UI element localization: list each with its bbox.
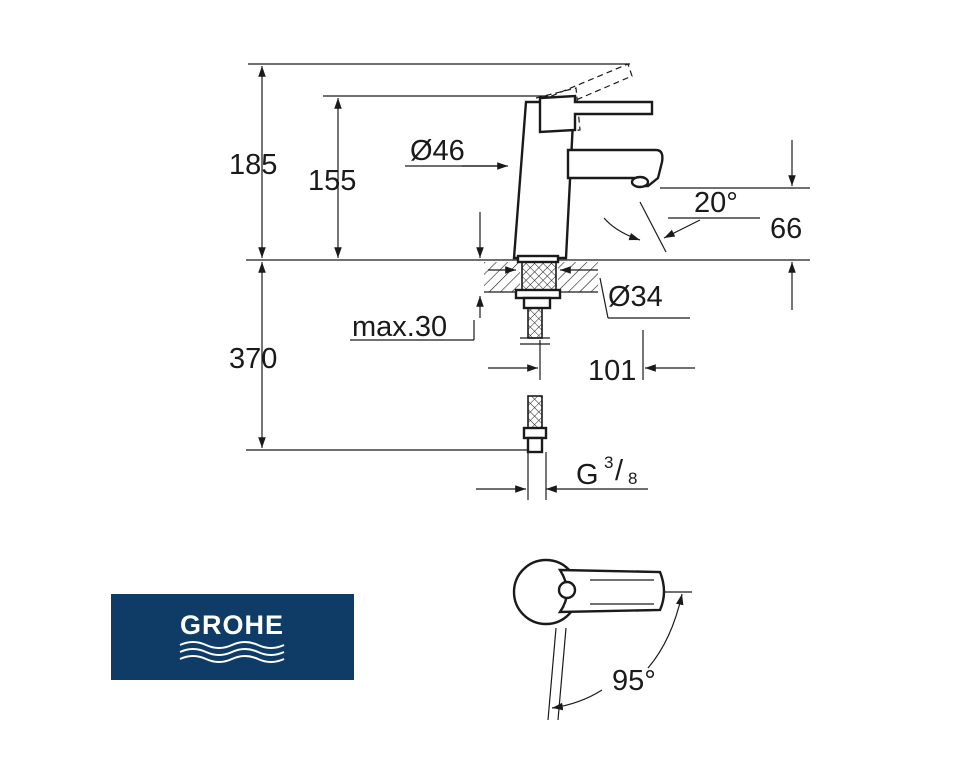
dim-connection: G bbox=[576, 459, 599, 491]
dim-under-deck: 370 bbox=[229, 343, 277, 375]
dim-max-deck: max.30 bbox=[352, 311, 447, 343]
dim-spout-reach: 101 bbox=[588, 355, 636, 387]
dim-handle-offset: 66 bbox=[770, 213, 802, 245]
grohe-logo: GROHE bbox=[111, 594, 354, 680]
faucet-top-view bbox=[512, 558, 692, 721]
dim-total-height: 185 bbox=[229, 149, 277, 181]
deck-section bbox=[484, 262, 598, 293]
dim-swivel-angle: 95° bbox=[612, 665, 656, 697]
dim-hole-diameter: Ø34 bbox=[608, 281, 663, 313]
faucet-side-view bbox=[512, 63, 664, 500]
dim-body-diameter: Ø46 bbox=[410, 135, 465, 167]
dim-connection-numerator: 3 bbox=[604, 453, 613, 472]
logo-text: GROHE bbox=[180, 610, 284, 640]
dim-handle-angle: 20° bbox=[694, 187, 738, 219]
dim-spout-height: 155 bbox=[308, 165, 356, 197]
dim-connection-denominator: 8 bbox=[628, 469, 637, 488]
dim-connection-slash: / bbox=[615, 455, 624, 487]
